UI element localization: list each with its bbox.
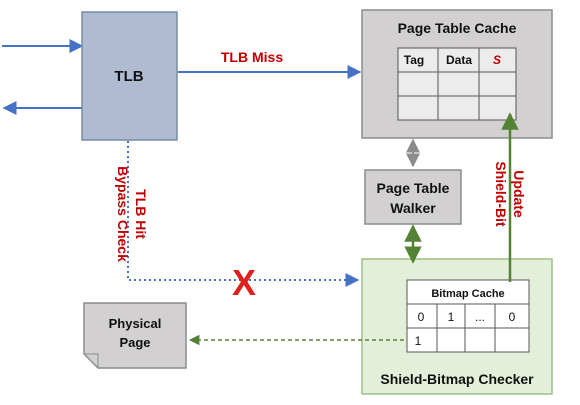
tlb-block (81, 11, 178, 141)
physical-page-line2: Page (119, 335, 150, 350)
blocked-x-mark: X (232, 262, 256, 303)
walker-label-line2: Walker (390, 200, 436, 216)
tlb-hit-bypass-path (127, 141, 360, 287)
bitmap-cache-title: Bitmap Cache (431, 288, 504, 300)
physical-page-shape (83, 302, 187, 369)
page-table-cache-title: Page Table Cache (398, 20, 517, 36)
walker-label-line1: Page Table (377, 180, 450, 196)
shield-bitmap-checker-title: Shield-Bitmap Checker (380, 371, 534, 387)
shield-bit-label: Shield-Bit (493, 161, 509, 227)
bitmap-cell-r2c1: 1 (415, 334, 422, 348)
ptc-header-tag: Tag (404, 53, 424, 67)
ptc-header-data: Data (446, 53, 472, 67)
page-table-cache-table (397, 47, 517, 121)
page-table-walker-block (364, 169, 462, 225)
bitmap-cell-r1c4: 0 (509, 310, 516, 324)
tlb-miss-label: TLB Miss (221, 49, 283, 65)
bitmap-cell-r1c1: 0 (418, 310, 425, 324)
tlb-hit-label: TLB Hit (133, 189, 149, 239)
bitmap-cell-r1c2: 1 (448, 310, 455, 324)
physical-page-line1: Physical (109, 316, 162, 331)
ptc-header-s: S (493, 53, 501, 67)
bitmap-cache-table (406, 279, 530, 353)
physical-page-fold (84, 353, 99, 368)
update-label: Update (511, 170, 527, 218)
bitmap-cell-r1c3: ... (475, 310, 485, 324)
tlb-label: TLB (114, 68, 143, 85)
bypass-check-label: Bypass Check (115, 166, 131, 262)
